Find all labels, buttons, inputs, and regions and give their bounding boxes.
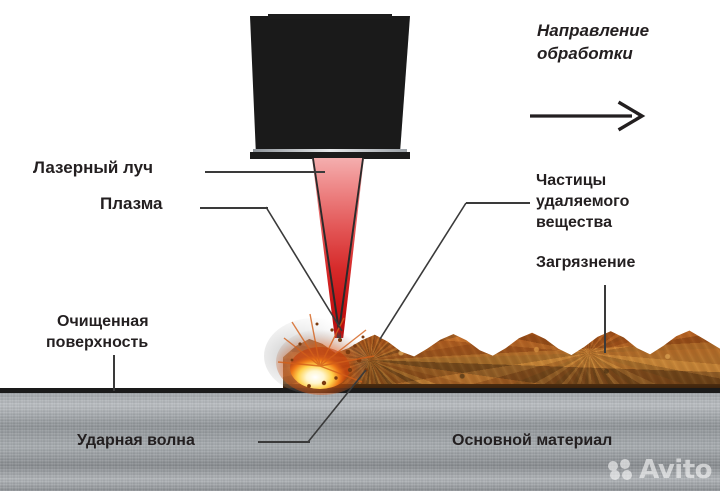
avito-watermark-text: Avito: [639, 455, 712, 485]
label-direction-line1: Направление: [537, 21, 650, 40]
label-particles-line3: вещества: [536, 214, 612, 231]
spark-particles: [290, 322, 368, 388]
leader-cleaned-surface: [113, 355, 115, 391]
label-plasma: Плазма: [100, 194, 163, 213]
label-particles-line1: Частицы: [536, 172, 607, 189]
base-material-slab: [0, 393, 720, 491]
plasma-burst: [264, 313, 375, 395]
label-cleaned-line1: Очищенная: [57, 313, 149, 330]
label-shock-wave: Ударная волна: [77, 432, 195, 449]
laser-nozzle: [250, 16, 410, 158]
laser-beam: [312, 158, 364, 338]
label-particles-line2: удаляемого: [536, 193, 630, 210]
avito-watermark: Avito: [608, 455, 712, 485]
leader-particles-horizontal: [466, 202, 530, 204]
cleaned-surface-line: [0, 388, 720, 394]
nozzle-outline: [250, 16, 410, 158]
leader-shockwave-diagonal: [307, 369, 367, 443]
nozzle-aperture-plate: [253, 149, 407, 153]
label-direction-line2: обработки: [537, 44, 633, 63]
leader-plasma-diagonal: [266, 206, 343, 332]
label-cleaned-line2: поверхность: [46, 334, 149, 351]
label-base-material: Основной материал: [452, 432, 613, 449]
avito-logo-icon: [608, 459, 634, 481]
nozzle-top-edge: [268, 14, 392, 19]
leader-plasma-horizontal: [200, 207, 268, 209]
leader-particles-diagonal: [379, 202, 467, 340]
leader-shockwave-horizontal: [258, 441, 310, 443]
label-laser-beam: Лазерный луч: [33, 158, 153, 177]
leader-contamination: [604, 285, 606, 353]
leader-laser-beam: [205, 171, 325, 173]
right-arrow-icon: [530, 100, 646, 132]
nozzle-bottom-edge: [250, 152, 410, 159]
ember-streaks: [277, 313, 375, 383]
label-contamination: Загрязнение: [536, 254, 636, 271]
